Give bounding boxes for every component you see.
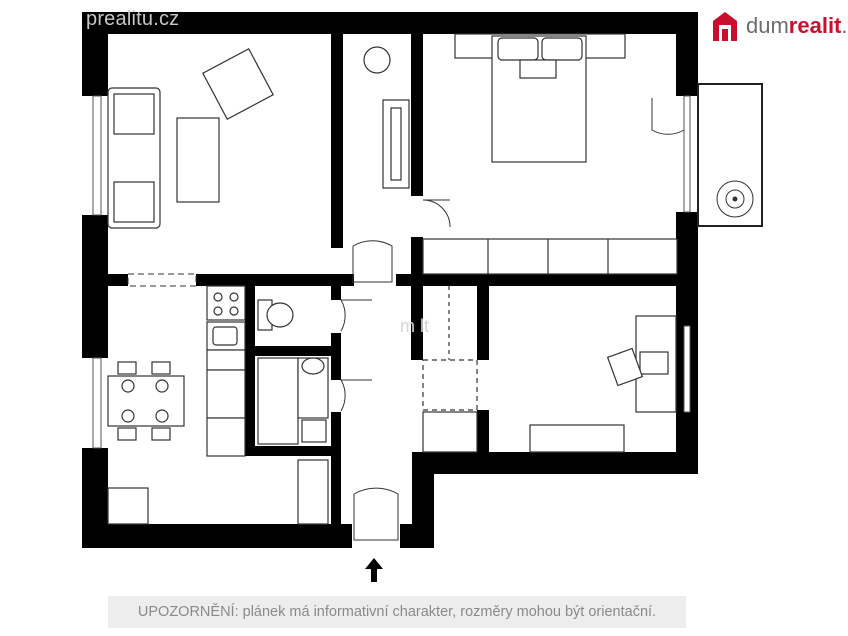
watermark-text: prealitu.cz — [86, 8, 180, 30]
logo-text: dumrealit.c — [746, 13, 848, 39]
bathroom-furniture — [257, 299, 329, 445]
logo-part-dum: dum — [746, 13, 789, 38]
kitchen-furniture — [107, 285, 329, 525]
disclaimer-note: UPOZORNĚNÍ: plánek má informativní chara… — [108, 596, 686, 628]
logo-part-domain: .c — [841, 13, 848, 38]
house-logo-icon — [713, 12, 737, 41]
study-furniture — [422, 286, 677, 453]
balcony — [697, 83, 763, 227]
living-room-furniture — [107, 46, 410, 229]
arrow-up-icon — [365, 558, 383, 582]
logo[interactable]: dumrealit.c — [710, 6, 848, 46]
plant-icon — [716, 180, 754, 218]
watermark-faint: m lt — [400, 316, 429, 336]
bedroom-furniture — [422, 33, 678, 275]
doors — [127, 98, 685, 541]
windows — [92, 95, 691, 449]
logo-part-realit: realit — [788, 13, 842, 38]
walls — [82, 12, 698, 548]
